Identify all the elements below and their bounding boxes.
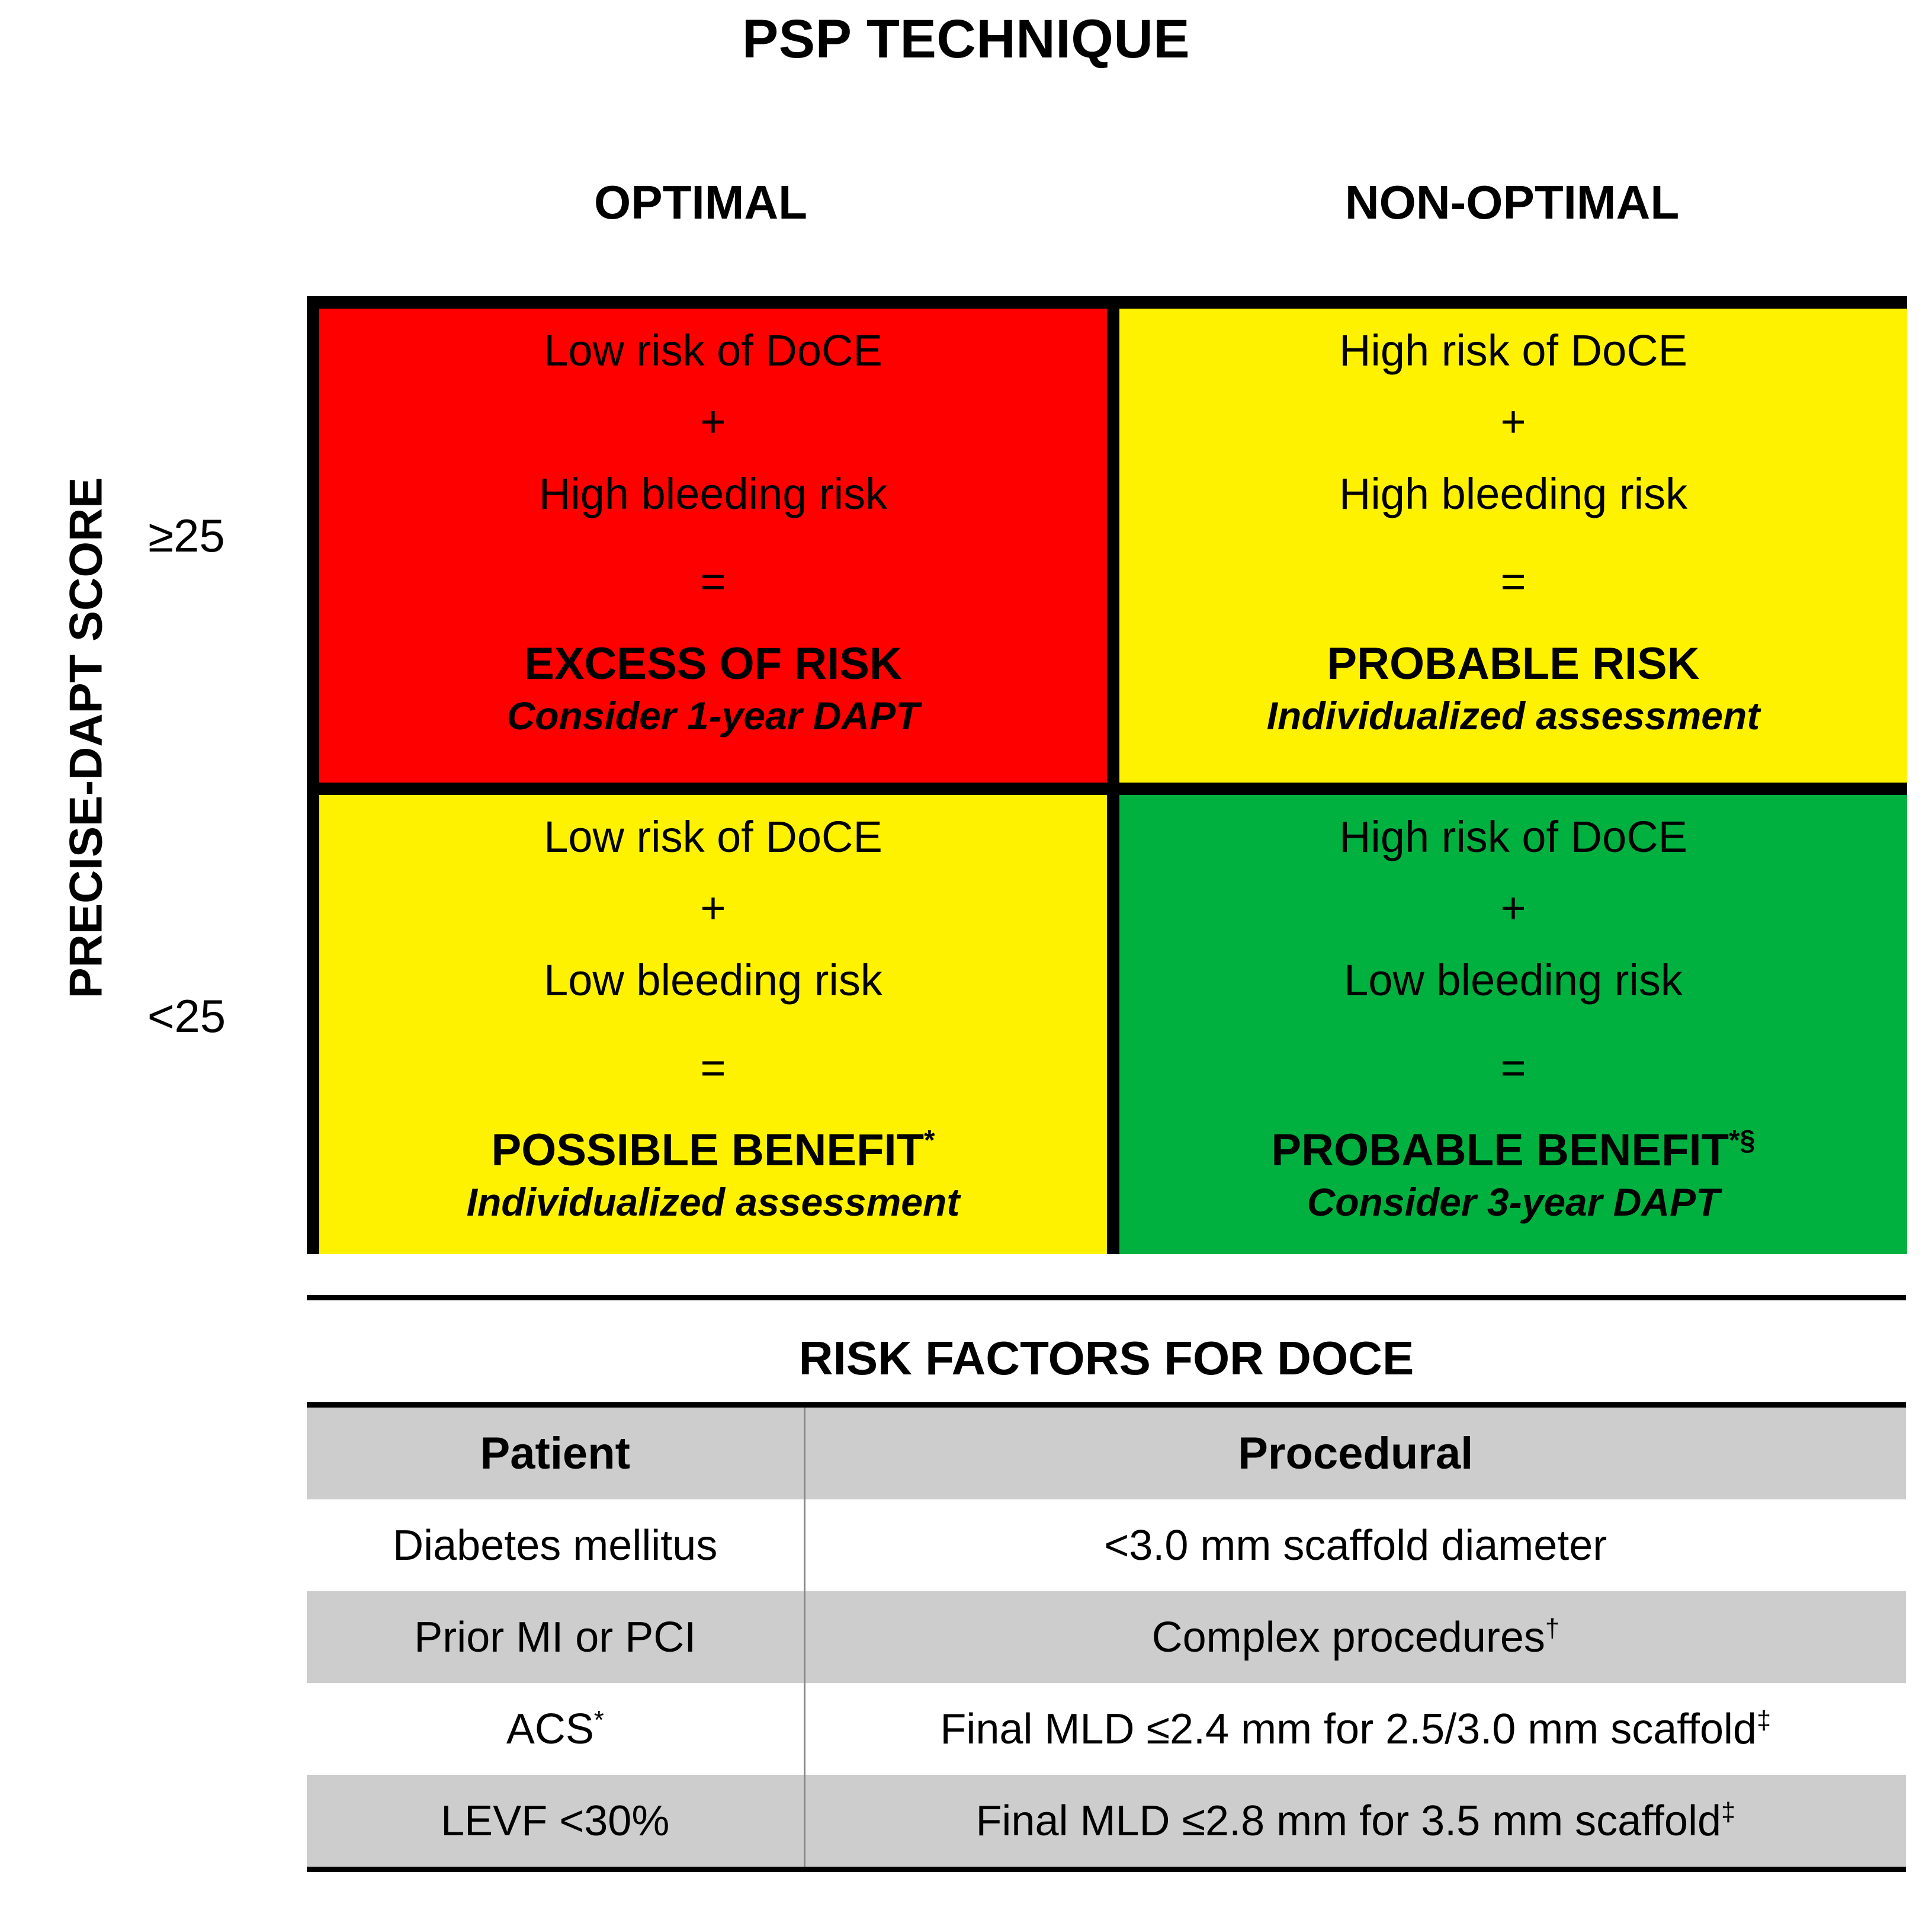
column-header-non-optimal: NON-OPTIMAL xyxy=(1344,176,1680,229)
column-header-patient: Patient xyxy=(480,1428,630,1479)
matrix-cell-high-score-optimal: Low risk of DoCE + High bleeding risk = … xyxy=(319,309,1107,783)
page-title: PSP TECHNIQUE xyxy=(742,9,1190,69)
cell-verdict: POSSIBLE BENEFIT* xyxy=(491,1125,935,1175)
row-label-low-score: <25 xyxy=(147,990,226,1042)
cell-text: ACS xyxy=(506,1705,594,1753)
cell-risk-line: Low risk of DoCE xyxy=(544,812,882,861)
cell-verdict: PROBABLE RISK xyxy=(1327,642,1699,687)
cell-equals-operator: = xyxy=(700,1043,726,1092)
cell-verdict-text: EXCESS OF RISK xyxy=(524,639,902,689)
table-row: LEVF <30% Final MLD ≤2.8 mm for 3.5 mm s… xyxy=(307,1775,1906,1870)
cell-equals-operator: = xyxy=(700,557,726,606)
cell-plus-operator: + xyxy=(1500,883,1526,932)
cell-text: Final MLD ≤2.8 mm for 3.5 mm scaffold xyxy=(975,1797,1722,1845)
table-row: ACS* Final MLD ≤2.4 mm for 2.5/3.0 mm sc… xyxy=(307,1683,1906,1775)
cell-equals-operator: = xyxy=(1500,557,1526,606)
cell-bleeding-line: Low bleeding risk xyxy=(544,956,882,1005)
cell-bleeding-line: Low bleeding risk xyxy=(1344,956,1683,1005)
table-row: Diabetes mellitus <3.0 mm scaffold diame… xyxy=(307,1499,1906,1591)
cell-procedural-factor: Final MLD ≤2.8 mm for 3.5 mm scaffold‡ xyxy=(803,1775,1906,1870)
column-header-procedural: Procedural xyxy=(803,1405,1906,1499)
cell-bleeding-line: High bleeding risk xyxy=(538,469,888,518)
risk-factors-title: RISK FACTORS FOR DOCE xyxy=(798,1332,1414,1384)
cell-verdict-text: POSSIBLE BENEFIT xyxy=(491,1125,925,1175)
matrix-cell-low-score-optimal: Low risk of DoCE + Low bleeding risk = P… xyxy=(319,795,1107,1254)
risk-benefit-matrix: Low risk of DoCE + High bleeding risk = … xyxy=(307,296,1907,1254)
cell-verdict-text: PROBABLE RISK xyxy=(1327,639,1700,689)
section-divider-rule xyxy=(307,1295,1906,1300)
cell-patient-factor: Prior MI or PCI xyxy=(307,1591,804,1683)
cell-text: Prior MI or PCI xyxy=(414,1613,697,1661)
cell-text: Complex procedures xyxy=(1151,1613,1545,1661)
matrix-cell-high-score-non-optimal: High risk of DoCE + High bleeding risk =… xyxy=(1119,309,1907,783)
cell-risk-line: High risk of DoCE xyxy=(1339,326,1688,375)
cell-patient-factor: ACS* xyxy=(307,1683,804,1775)
cell-verdict: PROBABLE BENEFIT*§ xyxy=(1271,1125,1755,1175)
cell-superscript: † xyxy=(1545,1614,1559,1643)
cell-procedural-factor: Complex procedures† xyxy=(803,1591,1906,1683)
cell-text: LEVF <30% xyxy=(441,1797,670,1845)
cell-text: Diabetes mellitus xyxy=(393,1521,718,1569)
cell-procedural-factor: Final MLD ≤2.4 mm for 2.5/3.0 mm scaffol… xyxy=(803,1683,1906,1775)
cell-recommendation-note: Consider 1-year DAPT xyxy=(506,694,920,738)
cell-text: <3.0 mm scaffold diameter xyxy=(1104,1521,1607,1569)
cell-superscript: * xyxy=(593,1706,604,1735)
cell-risk-line: Low risk of DoCE xyxy=(544,326,882,375)
cell-recommendation-note: Individualized assessment xyxy=(1266,694,1760,738)
cell-bleeding-line: High bleeding risk xyxy=(1339,469,1688,518)
cell-superscript: ‡ xyxy=(1721,1797,1736,1826)
table-header-row: Patient Procedural xyxy=(307,1405,1906,1499)
y-axis-label: PRECISE-DAPT SCORE xyxy=(59,477,112,999)
cell-recommendation-note: Individualized assessment xyxy=(466,1180,960,1224)
cell-plus-operator: + xyxy=(1500,397,1526,446)
cell-patient-factor: Diabetes mellitus xyxy=(307,1499,804,1591)
risk-factors-section: RISK FACTORS FOR DOCE Patient Procedural… xyxy=(307,1295,1906,1872)
risk-factors-table: Patient Procedural Diabetes mellitus <3.… xyxy=(307,1402,1906,1872)
cell-plus-operator: + xyxy=(700,883,726,932)
column-header-optimal: OPTIMAL xyxy=(594,176,807,229)
cell-recommendation-note: Consider 3-year DAPT xyxy=(1307,1180,1720,1224)
cell-equals-operator: = xyxy=(1500,1043,1526,1092)
cell-text: Final MLD ≤2.4 mm for 2.5/3.0 mm scaffol… xyxy=(940,1705,1757,1753)
row-label-high-score: ≥25 xyxy=(148,509,225,562)
cell-risk-line: High risk of DoCE xyxy=(1339,812,1688,861)
cell-verdict-superscript: * xyxy=(924,1124,935,1156)
table-row: Prior MI or PCI Complex procedures† xyxy=(307,1591,1906,1683)
cell-verdict-superscript: *§ xyxy=(1729,1124,1756,1156)
cell-superscript: ‡ xyxy=(1757,1706,1771,1735)
cell-procedural-factor: <3.0 mm scaffold diameter xyxy=(803,1499,1906,1591)
cell-patient-factor: LEVF <30% xyxy=(307,1775,804,1870)
cell-verdict: EXCESS OF RISK xyxy=(524,642,902,687)
matrix-cell-low-score-non-optimal: High risk of DoCE + Low bleeding risk = … xyxy=(1119,795,1907,1254)
cell-plus-operator: + xyxy=(700,397,726,446)
cell-verdict-text: PROBABLE BENEFIT xyxy=(1271,1125,1729,1175)
